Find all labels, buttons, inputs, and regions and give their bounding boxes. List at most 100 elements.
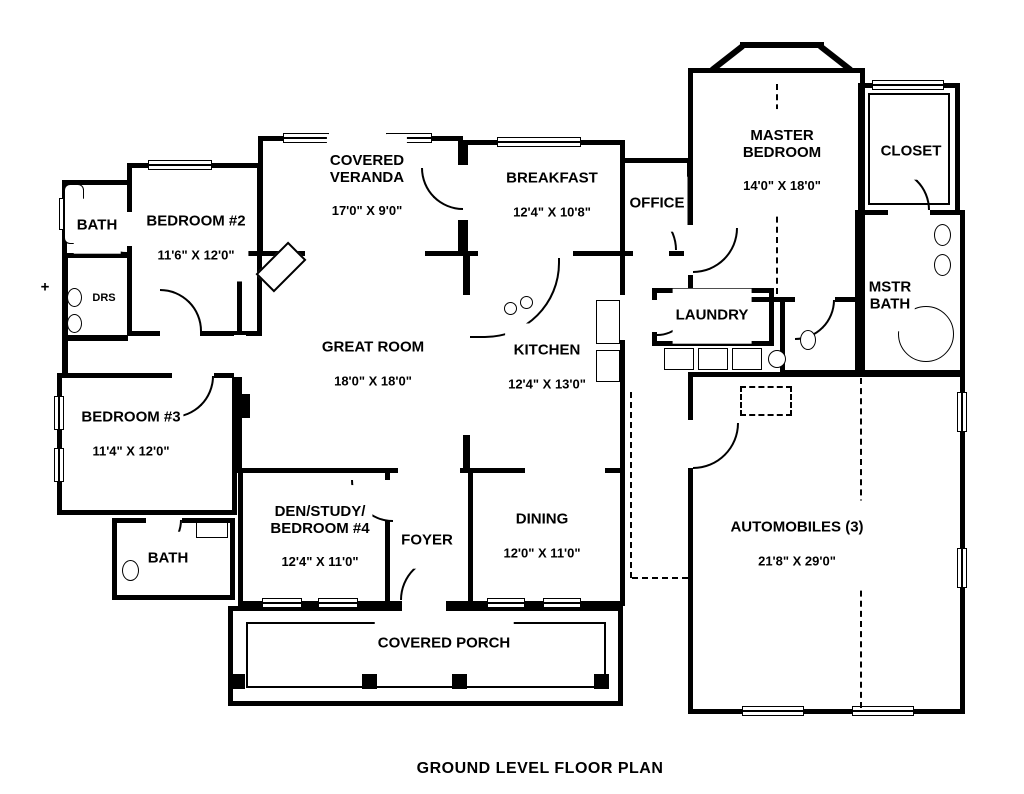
room-dims: 11'6" X 12'0": [157, 247, 235, 263]
window: [54, 448, 64, 482]
opening-master-door: [684, 225, 694, 275]
porch-column: [362, 674, 377, 689]
room-name: GREAT ROOM: [321, 338, 425, 356]
opening-greatroom-foyer: [398, 465, 460, 477]
room-name: CLOSET: [880, 142, 942, 160]
washer: [664, 348, 694, 370]
room-name: BEDROOM #2: [146, 212, 246, 230]
room-label-foyer: FOYER: [398, 513, 456, 569]
room-dims: 17'0" X 9'0": [331, 203, 403, 219]
window: [487, 598, 525, 608]
room-label-great-room: GREAT ROOM 18'0" X 18'0": [318, 320, 428, 408]
toilet: [800, 330, 816, 350]
window: [497, 137, 581, 147]
window: [872, 80, 944, 90]
porch-column: [452, 674, 467, 689]
room-name: MSTR BATH: [868, 278, 912, 312]
room-name: COVERED VERANDA: [329, 151, 405, 186]
walkway-dash-line: [630, 392, 632, 578]
window: [852, 706, 914, 716]
opening-bathtop-door: [124, 212, 134, 246]
wall-pier: [234, 394, 250, 418]
room-dims: 21'8" X 29'0": [758, 553, 836, 569]
room-label-closet: CLOSET: [877, 124, 945, 180]
kitchen-sink: [504, 302, 517, 315]
room-name: FOYER: [401, 531, 453, 549]
room-name: MASTER BEDROOM: [742, 126, 822, 161]
room-dims: 14'0" X 18'0": [743, 178, 821, 194]
room-label-breakfast: BREAKFAST 12'4" X 10'8": [503, 151, 601, 239]
vanity: [196, 522, 228, 538]
room-name: BREAKFAST: [506, 169, 598, 187]
room-label-covered-veranda: COVERED VERANDA 17'0" X 9'0": [326, 134, 408, 238]
room-bedroom-3: [57, 373, 237, 515]
room-label-kitchen: KITCHEN 12'4" X 13'0": [505, 323, 589, 411]
toilet: [122, 560, 139, 581]
room-label-bath-top: BATH: [73, 198, 121, 254]
exterior-wall-segment: [62, 253, 68, 378]
room-dims: 11'4" X 12'0": [92, 443, 170, 459]
room-name: BEDROOM #3: [81, 408, 181, 426]
range: [596, 350, 620, 382]
opening-front-door: [402, 600, 446, 612]
room-label-bath-bottom: BATH: [144, 531, 192, 587]
sink: [934, 254, 951, 276]
window: [283, 133, 329, 143]
room-dims: 12'4" X 13'0": [508, 376, 586, 392]
room-dims: 12'0" X 11'0": [503, 545, 581, 561]
kitchen-sink: [520, 296, 533, 309]
dryer: [698, 348, 728, 370]
room-name: AUTOMOBILES (3): [730, 518, 864, 536]
sink: [67, 314, 82, 333]
refrigerator: [596, 300, 620, 344]
utility-sink: [768, 350, 786, 368]
room-name: DRS: [92, 291, 116, 304]
porch-column: [230, 674, 245, 689]
room-label-laundry: LAUNDRY: [672, 288, 752, 344]
opening-veranda-greatroom: [305, 248, 425, 260]
window: [54, 396, 64, 430]
room-label-garage: AUTOMOBILES (3) 21'8" X 29'0": [727, 500, 867, 588]
toilet: [67, 288, 82, 307]
room-name: LAUNDRY: [675, 306, 749, 324]
room-name: DINING: [515, 510, 569, 528]
opening-closet-door: [888, 208, 930, 218]
room-label-drs: DRS: [89, 272, 119, 324]
opening-laundry-door: [650, 300, 659, 332]
room-name: BATH: [76, 216, 118, 234]
opening-garage-door: [684, 420, 694, 468]
room-label-master-bedroom: MASTER BEDROOM 14'0" X 18'0": [739, 109, 825, 213]
room-label-covered-porch: COVERED PORCH: [374, 616, 514, 672]
room-dims: 12'4" X 11'0": [281, 554, 359, 570]
room-name: OFFICE: [629, 194, 685, 212]
opening-kitchen-hall: [617, 295, 627, 340]
attic-access-dash: [740, 386, 792, 416]
datum-marker: +: [40, 278, 50, 296]
window: [262, 598, 302, 608]
room-garage: [688, 372, 965, 714]
room-dims: 18'0" X 18'0": [334, 373, 412, 389]
walkway-dash-line: [632, 577, 688, 579]
window: [742, 706, 804, 716]
opening-office-door: [633, 249, 669, 259]
room-name: BATH: [147, 549, 189, 567]
interior-wall-segment: [62, 335, 128, 341]
window: [318, 598, 358, 608]
room-dims: 12'4" X 10'8": [513, 204, 591, 220]
room-label-dining: DINING 12'0" X 11'0": [500, 492, 584, 580]
room-label-den-study: DEN/STUDY/ BEDROOM #4 12'4" X 11'0": [267, 485, 373, 589]
laundry-sink: [732, 348, 762, 370]
room-label-bedroom-3: BEDROOM #3 11'4" X 12'0": [78, 390, 184, 478]
window: [957, 392, 967, 432]
opening-greatroom-hall: [234, 335, 246, 377]
room-name: DEN/STUDY/ BEDROOM #4: [270, 502, 370, 537]
sink: [934, 224, 951, 246]
bay-window: [740, 42, 824, 48]
opening-kitchen-dining: [525, 465, 605, 477]
room-name: COVERED PORCH: [377, 634, 511, 652]
room-label-bedroom-2: BEDROOM #2 11'6" X 12'0": [143, 194, 249, 282]
room-label-office: OFFICE: [626, 176, 688, 232]
opening-bedroom2-door: [160, 329, 200, 339]
room-name: KITCHEN: [513, 341, 581, 359]
